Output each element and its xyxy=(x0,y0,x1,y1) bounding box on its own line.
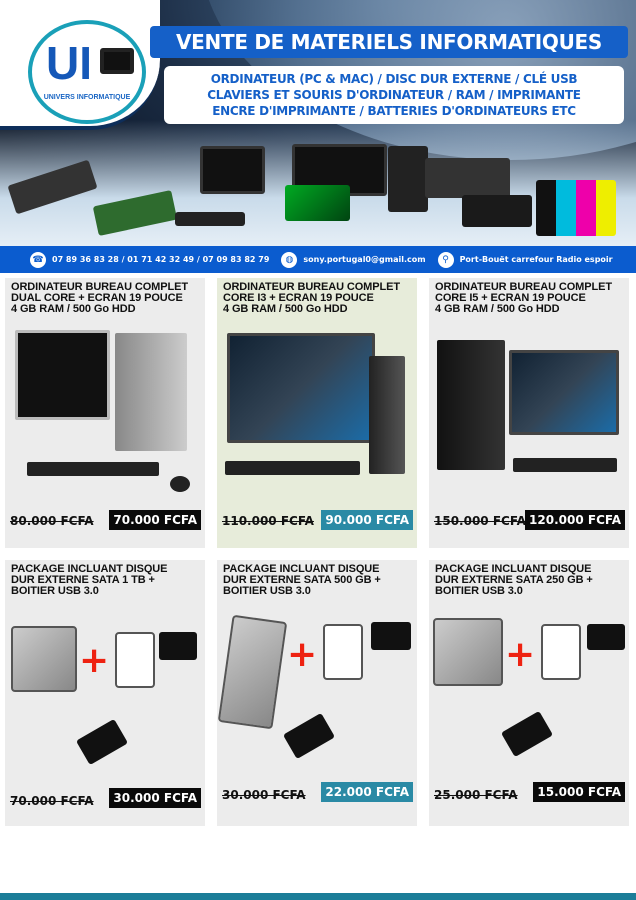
hard-drive-image xyxy=(11,626,77,692)
tower-image xyxy=(388,146,428,212)
address: Port-Bouët carrefour Radio espoir xyxy=(459,255,613,264)
tower-image xyxy=(369,356,405,474)
ssd-image xyxy=(323,624,363,680)
header-banner: UI UNIVERS INFORMATIQUE VENTE DE MATERIE… xyxy=(0,0,636,246)
old-price: 150.000 FCFA xyxy=(434,514,526,528)
keyboard-image xyxy=(513,458,617,472)
printer-image xyxy=(462,195,532,227)
usb-enclosure-image xyxy=(371,622,411,650)
ssd-image xyxy=(115,632,155,688)
ssd-image xyxy=(541,624,581,680)
mouse-image xyxy=(170,476,190,492)
monitor-icon xyxy=(100,48,134,74)
email-link[interactable]: sony.portugal0@gmail.com xyxy=(303,255,426,264)
logo-text: UNIVERS INFORMATIQUE xyxy=(43,94,131,101)
usb-enclosure-image xyxy=(75,718,129,766)
usb-enclosure-image xyxy=(282,712,336,760)
old-price: 30.000 FCFA xyxy=(222,788,306,802)
plus-icon: + xyxy=(505,634,536,675)
contact-bar: ☎ 07 89 36 83 28 / 01 71 42 32 49 / 07 0… xyxy=(0,246,636,273)
monitor-image xyxy=(200,146,265,194)
category-line: ORDINATEUR (PC & MAC) / DISC DUR EXTERNE… xyxy=(210,72,578,86)
old-price: 80.000 FCFA xyxy=(10,514,94,528)
new-price: 15.000 FCFA xyxy=(533,782,625,802)
plus-icon: + xyxy=(79,640,110,681)
usb-enclosure-image xyxy=(159,632,197,660)
new-price: 90.000 FCFA xyxy=(321,510,413,530)
plus-icon: + xyxy=(287,634,318,675)
tower-image xyxy=(115,333,187,451)
tower-image xyxy=(437,340,505,470)
location-pin-icon: ⚲ xyxy=(437,251,454,268)
monitor-image xyxy=(15,330,110,420)
old-price: 25.000 FCFA xyxy=(434,788,518,802)
category-line: CLAVIERS ET SOURIS D'ORDINATEUR / RAM / … xyxy=(207,88,581,102)
usb-enclosure-image xyxy=(500,710,554,758)
logo: UI UNIVERS INFORMATIQUE xyxy=(28,20,146,124)
ink-bottles-image xyxy=(536,180,616,236)
keyboard-image xyxy=(175,212,245,226)
globe-icon: ◍ xyxy=(281,251,298,268)
product-categories: ORDINATEUR (PC & MAC) / DISC DUR EXTERNE… xyxy=(164,66,624,124)
keyboard-image xyxy=(27,462,159,476)
hard-drive-image xyxy=(433,618,503,686)
new-price: 70.000 FCFA xyxy=(109,510,201,530)
phone-numbers[interactable]: 07 89 36 83 28 / 01 71 42 32 49 / 07 09 … xyxy=(52,255,270,264)
new-price: 22.000 FCFA xyxy=(321,782,413,802)
monitor-image xyxy=(227,333,375,443)
hard-drive-image xyxy=(217,614,288,730)
footer-bar xyxy=(0,893,636,900)
new-price: 120.000 FCFA xyxy=(525,510,625,530)
new-price: 30.000 FCFA xyxy=(109,788,201,808)
keyboard-image xyxy=(225,461,360,475)
monitor-image xyxy=(509,350,619,435)
usb-enclosure-image xyxy=(587,624,625,650)
phone-icon: ☎ xyxy=(30,251,46,268)
logo-letters: UI xyxy=(46,37,92,89)
printer-image xyxy=(425,158,510,198)
laptop-image xyxy=(285,185,350,221)
old-price: 70.000 FCFA xyxy=(10,794,94,808)
page-title: VENTE DE MATERIELS INFORMATIQUES xyxy=(150,26,628,58)
old-price: 110.000 FCFA xyxy=(222,514,314,528)
category-line: ENCRE D'IMPRIMANTE / BATTERIES D'ORDINAT… xyxy=(212,104,576,118)
